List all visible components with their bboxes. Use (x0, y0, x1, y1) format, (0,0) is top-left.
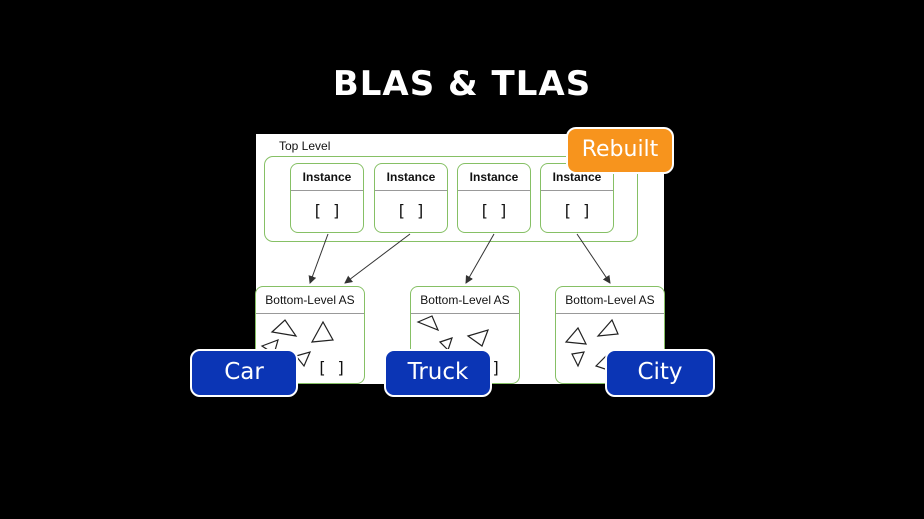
instance-body: [ ] (562, 201, 592, 220)
instance-header: Instance (458, 164, 530, 191)
instance-body: [ ] (312, 201, 342, 220)
instance-header: Instance (291, 164, 363, 191)
rebuilt-callout: Rebuilt (566, 127, 674, 174)
top-level-label: Top Level (279, 139, 331, 153)
instance-body: [ ] (396, 201, 426, 220)
slide-title: BLAS & TLAS (332, 64, 592, 104)
top-level-group (264, 156, 638, 242)
instance-box-2: Instance [ ] (374, 163, 448, 233)
blas-body: [ ] (317, 358, 346, 377)
truck-tag: Truck (384, 349, 492, 397)
instance-body: [ ] (479, 201, 509, 220)
city-tag: City (605, 349, 715, 397)
instance-box-1: Instance [ ] (290, 163, 364, 233)
blas-header: Bottom-Level AS (256, 287, 364, 314)
instance-header: Instance (375, 164, 447, 191)
car-tag: Car (190, 349, 298, 397)
blas-header: Bottom-Level AS (411, 287, 519, 314)
instance-box-3: Instance [ ] (457, 163, 531, 233)
blas-header: Bottom-Level AS (556, 287, 664, 314)
